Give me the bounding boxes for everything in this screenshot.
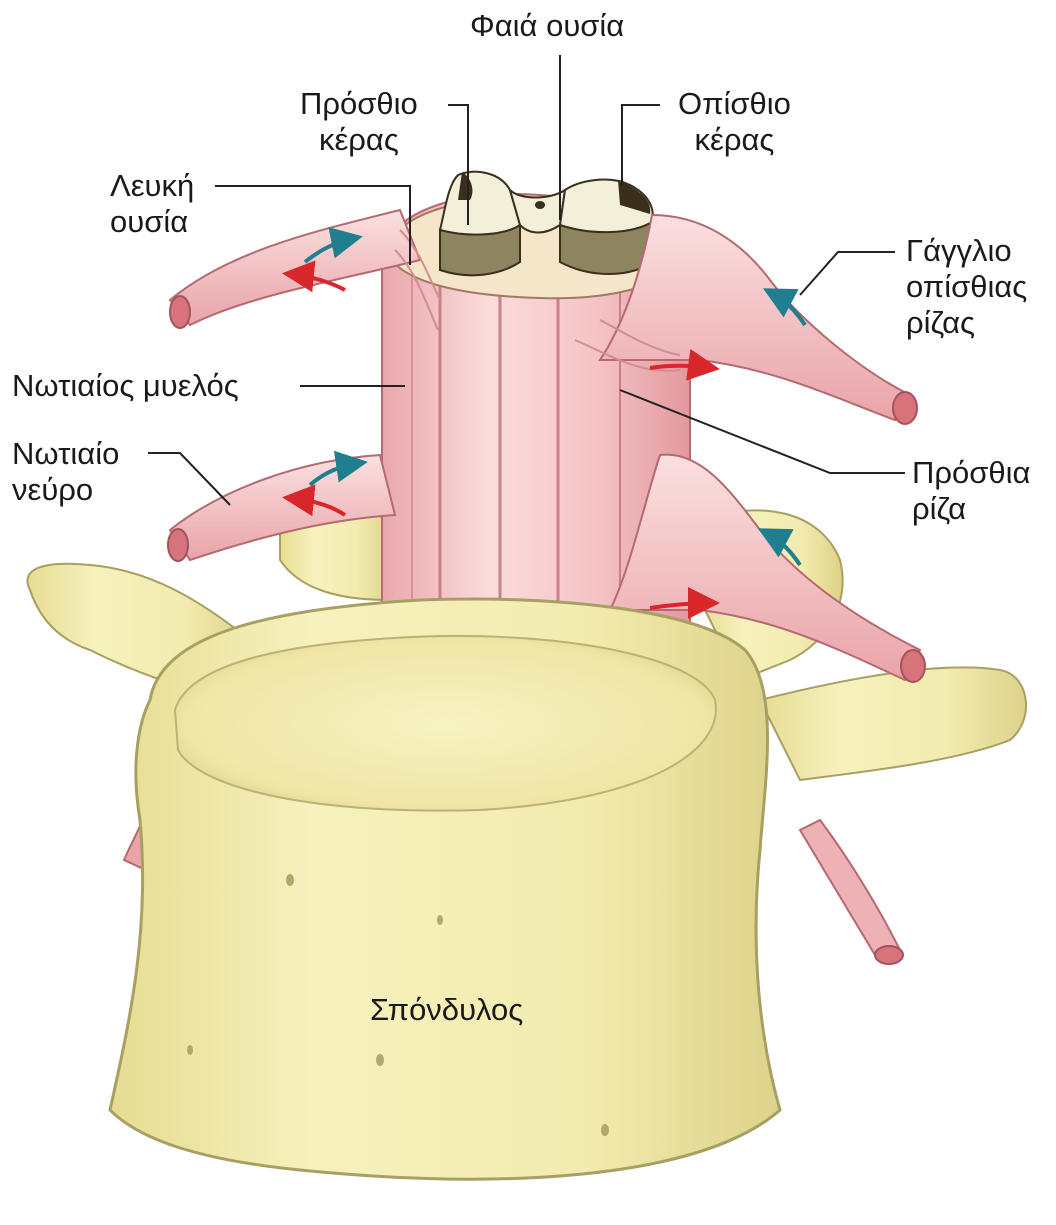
- label-grey-matter: Φαιά ουσία: [470, 8, 624, 44]
- label-white-matter: Λευκή ουσία: [110, 168, 194, 240]
- label-spinal-cord-text: Νωτιαίος μυελός: [12, 368, 239, 404]
- label-drg-line1: Γάγγλιο: [906, 233, 1027, 269]
- label-anterior-horn-line2: κέρας: [300, 122, 418, 158]
- label-anterior-horn: Πρόσθιο κέρας: [300, 86, 418, 158]
- label-anterior-root-line1: Πρόσθια: [912, 455, 1030, 491]
- label-spinal-nerve-line1: Νωτιαίο: [12, 436, 119, 472]
- label-vertebra-text: Σπόνδυλος: [370, 992, 523, 1028]
- vertebral-body: [110, 599, 780, 1179]
- label-spinal-cord: Νωτιαίος μυελός: [12, 368, 239, 404]
- leader-posterior-horn: [622, 105, 660, 185]
- label-drg-line2: οπίσθιας: [906, 269, 1027, 305]
- label-spinal-nerve-line2: νεύρο: [12, 472, 119, 508]
- label-dorsal-root-ganglion: Γάγγλιο οπίσθιας ρίζας: [906, 233, 1027, 341]
- label-posterior-horn-line2: κέρας: [678, 122, 791, 158]
- label-spinal-nerve: Νωτιαίο νεύρο: [12, 436, 119, 508]
- label-grey-matter-text: Φαιά ουσία: [470, 8, 624, 44]
- label-anterior-root: Πρόσθια ρίζα: [912, 455, 1030, 527]
- lower-nerve-right-stub: [800, 820, 903, 964]
- label-anterior-root-line2: ρίζα: [912, 491, 1030, 527]
- label-posterior-horn-line1: Οπίσθιο: [678, 86, 791, 122]
- leader-spinal-nerve: [148, 453, 230, 505]
- label-white-matter-line1: Λευκή: [110, 168, 194, 204]
- label-vertebra: Σπόνδυλος: [370, 992, 523, 1028]
- label-posterior-horn: Οπίσθιο κέρας: [678, 86, 791, 158]
- efferent-arrow-upper-right: [650, 366, 712, 368]
- label-drg-line3: ρίζας: [906, 305, 1027, 341]
- label-white-matter-line2: ουσία: [110, 204, 194, 240]
- label-anterior-horn-line1: Πρόσθιο: [300, 86, 418, 122]
- leader-dorsal-root-ganglion: [800, 252, 895, 295]
